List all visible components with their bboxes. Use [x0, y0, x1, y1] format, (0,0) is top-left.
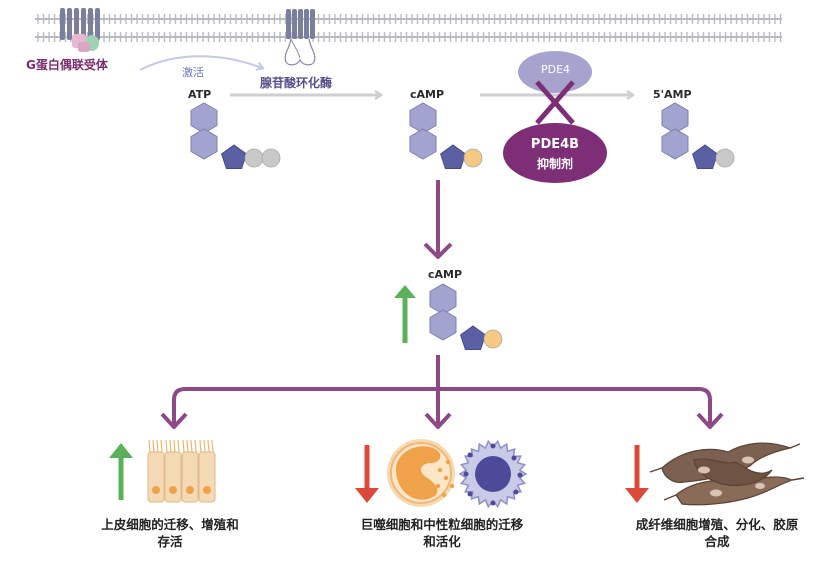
inhibition-cross-icon	[535, 80, 575, 125]
fibroblasts-icon	[649, 442, 805, 506]
macrophage-icon	[387, 439, 455, 507]
gpcr-receptor-icon	[60, 8, 100, 52]
branching-arrows	[160, 355, 724, 429]
neutrophil-icon	[458, 439, 528, 509]
outcome-up-arrow	[109, 443, 133, 500]
epithelial-cells-icon	[147, 439, 216, 503]
atp-label: ATP	[188, 88, 212, 101]
outcome-fibroblast-text: 成纤维细胞增殖、分化、胶原合成	[635, 517, 799, 549]
pde4b-inhibitor	[503, 123, 607, 183]
camp-molecule	[429, 283, 503, 350]
gpcr-label: G蛋白偶联受体	[26, 58, 108, 72]
camp-label: cAMP	[410, 88, 445, 101]
pde4-label: PDE4	[541, 63, 571, 76]
camp-label: cAMP	[428, 268, 463, 281]
amp-label: 5'AMP	[653, 88, 692, 101]
adenylyl-cyclase-icon	[284, 9, 316, 66]
activate-label: 激活	[182, 66, 204, 79]
outcome-down-arrow	[355, 445, 379, 503]
outcome-epithelial-text: 上皮细胞的迁移、增殖和存活	[101, 517, 239, 549]
outcome-down-arrow	[625, 445, 649, 503]
camp-downstream-arrow	[423, 180, 453, 259]
camp-increase-arrow	[394, 285, 416, 343]
inhibitor-label: 抑制剂	[536, 157, 573, 171]
activation-arrow	[139, 55, 265, 71]
camp-molecule	[409, 102, 483, 169]
outcome-immune-text: 巨噬细胞和中性粒细胞的迁移和活化	[360, 517, 524, 549]
amp-molecule	[661, 102, 735, 169]
cell-membrane	[35, 14, 782, 42]
pde4b-label: PDE4B	[530, 137, 580, 152]
adenylyl-cyclase-label: 腺苷酸环化酶	[260, 76, 333, 90]
atp-molecule	[190, 102, 281, 169]
